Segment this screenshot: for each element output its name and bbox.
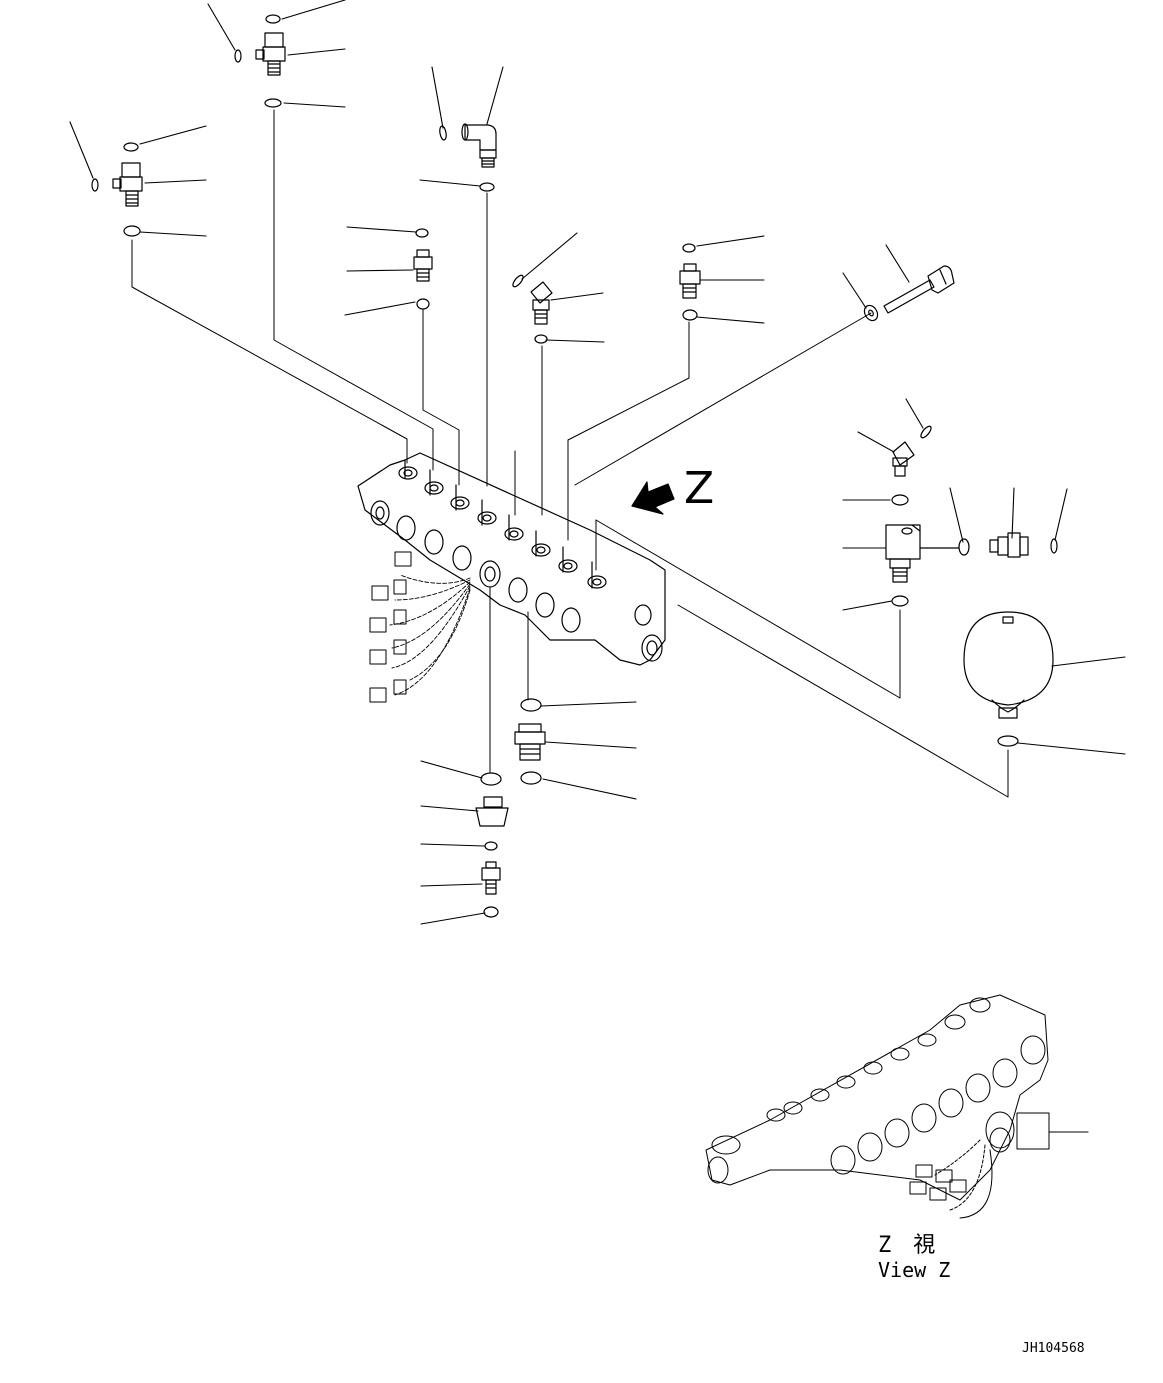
main-valve-block bbox=[357, 452, 666, 666]
wiring-harness bbox=[389, 574, 471, 696]
straight-fitting-right bbox=[679, 243, 701, 321]
straight-fitting-small bbox=[413, 228, 433, 310]
angle-fitting-45 bbox=[512, 274, 553, 344]
bottom-plug-stack bbox=[475, 772, 509, 918]
view-arrow-label: Z bbox=[684, 463, 714, 514]
bottom-center-fitting bbox=[514, 698, 546, 785]
assembly-lines bbox=[131, 109, 1009, 798]
harness-connectors bbox=[369, 551, 412, 703]
top-tee-fitting bbox=[234, 14, 286, 108]
view-z-inset bbox=[705, 994, 1050, 1219]
view-caption-jp: Z 視 bbox=[878, 1233, 935, 1258]
view-caption-en: View Z bbox=[878, 1258, 950, 1282]
left-tee-fitting bbox=[91, 142, 143, 237]
drawing-code: JH104568 bbox=[1022, 1341, 1085, 1356]
right-block-fittings bbox=[885, 425, 1058, 607]
accumulator bbox=[963, 611, 1054, 747]
elbow-fitting bbox=[439, 123, 497, 192]
view-z-arrow: Z bbox=[631, 463, 714, 515]
callout-leaders bbox=[69, 0, 1126, 1133]
mounting-bolt bbox=[863, 265, 955, 322]
